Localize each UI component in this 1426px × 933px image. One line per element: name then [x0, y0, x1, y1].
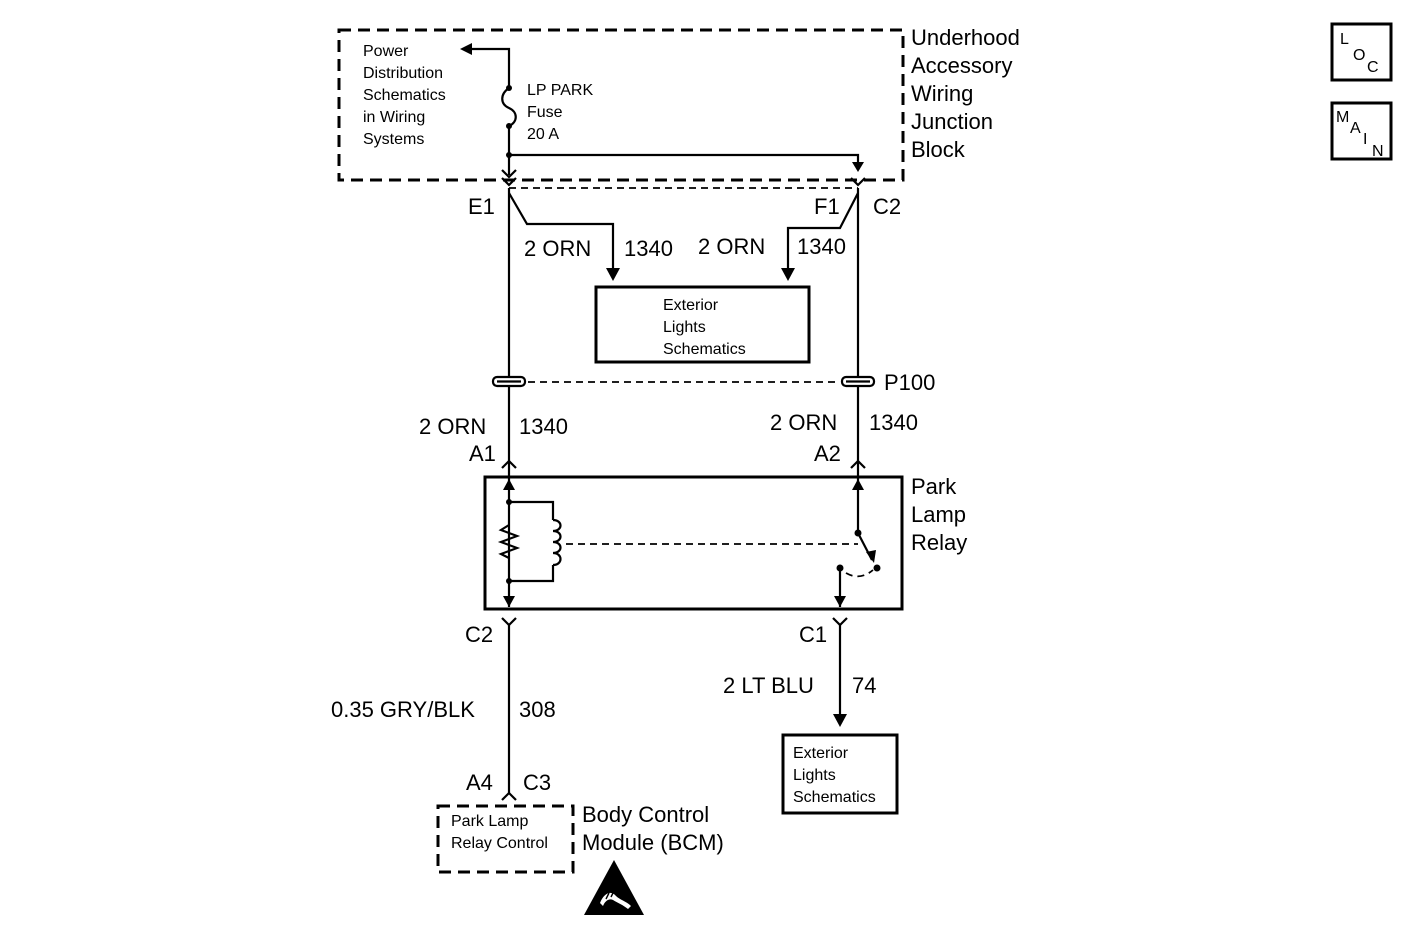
arrow-left-icon: [460, 43, 472, 55]
connector-chevron: [850, 177, 866, 187]
connector-e1-label: E1: [468, 194, 495, 219]
wire-color-label: 0.35 GRY/BLK: [331, 697, 475, 722]
svg-text:Relay Control: Relay Control: [451, 835, 548, 852]
connector-chevron: [832, 617, 848, 627]
wire-color-label: 2 ORN: [770, 410, 837, 435]
relay-switch-icon: [836, 529, 881, 578]
fuse-icon: [501, 85, 517, 129]
svg-text:Block: Block: [911, 137, 966, 162]
connector-c1-relay-label: C1: [799, 622, 827, 647]
connector-chevron: [850, 459, 866, 469]
svg-text:Schematics: Schematics: [663, 341, 746, 358]
svg-text:Relay: Relay: [911, 530, 967, 555]
svg-text:Underhood: Underhood: [911, 25, 1020, 50]
wire-color-label: 2 ORN: [698, 234, 765, 259]
main-letter: A: [1350, 120, 1361, 137]
circuit-number-label: 1340: [869, 410, 918, 435]
loc-letter: C: [1367, 59, 1379, 76]
arrow-down-icon: [781, 268, 795, 281]
connector-chevron: [501, 791, 517, 801]
coil-wire: [509, 565, 555, 583]
connector-c3-label: C3: [523, 770, 551, 795]
svg-text:Accessory: Accessory: [911, 53, 1012, 78]
connector-chevron: [501, 169, 517, 179]
svg-text:Lamp: Lamp: [911, 502, 966, 527]
svg-text:Body Control: Body Control: [582, 802, 709, 827]
arrow-down-icon: [833, 714, 847, 727]
svg-text:Power: Power: [363, 43, 409, 60]
inline-connector-p100: [491, 375, 876, 388]
bcm-title: Body Control Module (BCM): [582, 802, 724, 855]
svg-text:Distribution: Distribution: [363, 65, 443, 82]
bcm-outline: [436, 804, 575, 874]
main-letter: I: [1363, 131, 1367, 148]
power-feed-wire: [472, 47, 511, 88]
svg-text:Fuse: Fuse: [527, 104, 563, 121]
coil-wire: [509, 500, 555, 520]
connector-a1-label: A1: [469, 441, 496, 466]
circuit-number-label: 308: [519, 697, 556, 722]
svg-text:Module (BCM): Module (BCM): [582, 830, 724, 855]
svg-text:in Wiring: in Wiring: [363, 109, 425, 126]
wire-left-branch: [508, 192, 615, 272]
connector-chevron: [501, 177, 517, 187]
loc-letter: O: [1353, 47, 1365, 64]
svg-text:LP PARK: LP PARK: [527, 82, 593, 99]
wire-right-branch: [786, 192, 859, 272]
connector-chevron: [501, 459, 517, 469]
circuit-number-label: 1340: [519, 414, 568, 439]
svg-text:Park Lamp: Park Lamp: [451, 813, 528, 830]
wire-color-label: 2 ORN: [419, 414, 486, 439]
arrow-down-icon: [852, 162, 864, 172]
connector-c2-label: C2: [873, 194, 901, 219]
park-lamp-relay-outline: [483, 475, 904, 611]
bcm-input-label: Park Lamp Relay Control: [451, 813, 548, 852]
connector-a4-label: A4: [466, 770, 493, 795]
circuit-number-label: 1340: [624, 236, 673, 261]
svg-text:Junction: Junction: [911, 109, 993, 134]
svg-text:Schematics: Schematics: [363, 87, 446, 104]
arrow-down-icon: [606, 268, 620, 281]
junction-block-title: Underhood Accessory Wiring Junction Bloc…: [911, 25, 1020, 162]
svg-text:Park: Park: [911, 474, 957, 499]
fuse-label: LP PARK Fuse 20 A: [527, 82, 593, 143]
arrow-down-icon: [834, 596, 846, 607]
main-letter: N: [1372, 143, 1384, 160]
svg-text:Exterior: Exterior: [663, 297, 719, 314]
main-button[interactable]: M A I N: [1330, 101, 1393, 161]
resistor-icon: [497, 524, 521, 559]
bus-bar-wire: [509, 153, 860, 170]
circuit-number-label: 1340: [797, 234, 846, 259]
svg-text:Lights: Lights: [663, 319, 706, 336]
relay-coil-icon: [552, 518, 562, 567]
svg-text:Schematics: Schematics: [793, 789, 876, 806]
wire-color-label: 2 LT BLU: [723, 673, 814, 698]
connector-a2-label: A2: [814, 441, 841, 466]
connector-p100-label: P100: [884, 370, 935, 395]
svg-text:Systems: Systems: [363, 131, 424, 148]
svg-text:Exterior: Exterior: [793, 745, 849, 762]
arrow-up-icon: [503, 479, 515, 490]
wire-color-label: 2 ORN: [524, 236, 591, 261]
connector-f1-label: F1: [814, 194, 840, 219]
power-distribution-link[interactable]: Power Distribution Schematics in Wiring …: [363, 43, 446, 148]
arrow-down-icon: [503, 596, 515, 607]
esd-warning-icon: [584, 860, 644, 915]
exterior-lights-link-top[interactable]: Exterior Lights Schematics: [594, 285, 811, 364]
svg-text:Lights: Lights: [793, 767, 836, 784]
loc-button[interactable]: L O C: [1330, 22, 1393, 82]
arrow-up-icon: [852, 479, 864, 490]
svg-text:20 A: 20 A: [527, 126, 559, 143]
relay-title: Park Lamp Relay: [911, 474, 967, 555]
junction-block-outline: [337, 28, 905, 182]
circuit-number-label: 74: [852, 673, 876, 698]
svg-text:Wiring: Wiring: [911, 81, 973, 106]
connector-chevron: [501, 617, 517, 627]
connector-c2-relay-label: C2: [465, 622, 493, 647]
exterior-lights-link-bottom[interactable]: Exterior Lights Schematics: [781, 733, 899, 815]
main-letter: M: [1336, 109, 1349, 126]
loc-letter: L: [1340, 31, 1349, 48]
